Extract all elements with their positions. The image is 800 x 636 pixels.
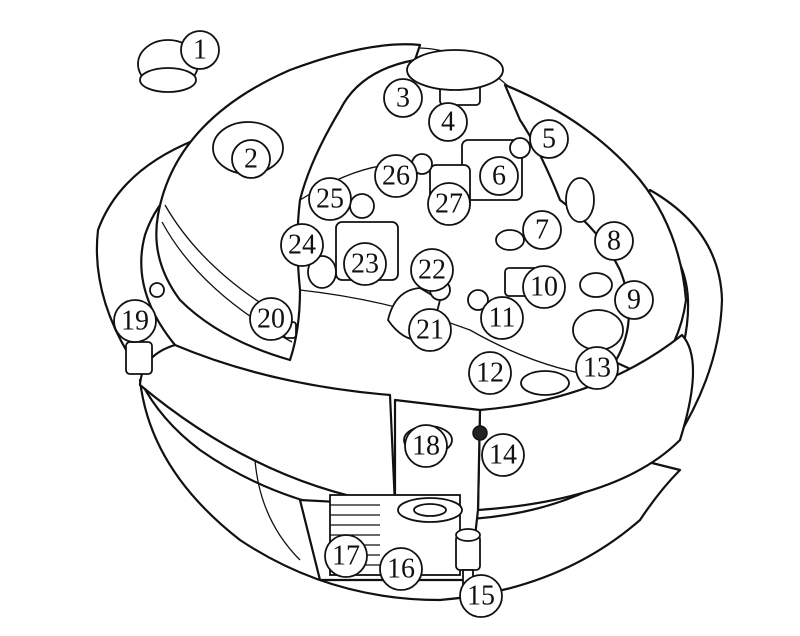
part-knob-24 xyxy=(307,255,337,289)
callout-19: 19 xyxy=(113,299,157,343)
callout-11: 11 xyxy=(480,296,524,340)
callout-17: 17 xyxy=(324,534,368,578)
callout-26: 26 xyxy=(374,154,418,198)
part-knob-25 xyxy=(349,193,375,219)
callout-27: 27 xyxy=(427,182,471,226)
upper-dome xyxy=(155,43,422,362)
equatorial-band-front xyxy=(138,343,397,507)
callout-10: 10 xyxy=(522,265,566,309)
callout-12: 12 xyxy=(468,351,512,395)
part-valve-13 xyxy=(572,309,624,351)
svg-text:22: 22 xyxy=(418,255,446,286)
part-plunger-15-top xyxy=(455,528,481,542)
callout-22: 22 xyxy=(410,248,454,292)
part-cap-rim xyxy=(139,67,197,93)
part-top-3 xyxy=(406,49,504,91)
svg-text:11: 11 xyxy=(489,303,516,334)
svg-text:27: 27 xyxy=(435,189,463,220)
svg-text:8: 8 xyxy=(607,226,621,257)
callout-1: 1 xyxy=(180,30,220,70)
svg-text:12: 12 xyxy=(476,358,504,389)
callout-16: 16 xyxy=(379,547,423,591)
part-knob-19-top xyxy=(149,282,165,298)
callout-18: 18 xyxy=(404,424,448,468)
callout-15: 15 xyxy=(459,574,503,618)
lower-hemisphere xyxy=(138,378,682,602)
svg-text:20: 20 xyxy=(257,304,285,335)
svg-text:25: 25 xyxy=(316,184,344,215)
svg-text:26: 26 xyxy=(382,161,410,192)
svg-text:24: 24 xyxy=(288,230,316,261)
callout-2: 2 xyxy=(231,139,271,179)
svg-text:2: 2 xyxy=(244,144,258,175)
part-knob-8 xyxy=(565,177,595,223)
equatorial-band-right xyxy=(476,333,695,512)
callout-21: 21 xyxy=(408,308,452,352)
svg-text:5: 5 xyxy=(542,124,556,155)
part-knob-11 xyxy=(467,289,489,311)
svg-text:17: 17 xyxy=(332,541,360,572)
svg-text:18: 18 xyxy=(412,431,440,462)
svg-text:14: 14 xyxy=(489,440,517,471)
svg-text:16: 16 xyxy=(387,554,415,585)
part-knob-7 xyxy=(495,229,525,251)
callout-4: 4 xyxy=(428,102,468,142)
part-knob-19 xyxy=(125,341,153,375)
callout-6: 6 xyxy=(479,156,519,196)
part-disc-12 xyxy=(520,370,570,396)
core-disc-inner xyxy=(413,503,447,517)
svg-text:23: 23 xyxy=(351,249,379,280)
svg-text:19: 19 xyxy=(121,306,149,337)
svg-text:6: 6 xyxy=(492,161,506,192)
svg-text:13: 13 xyxy=(583,353,611,384)
svg-text:10: 10 xyxy=(530,272,558,303)
callout-24: 24 xyxy=(280,223,324,267)
callout-8: 8 xyxy=(594,221,634,261)
callout-13: 13 xyxy=(575,346,619,390)
svg-text:4: 4 xyxy=(441,107,455,138)
svg-text:21: 21 xyxy=(416,315,444,346)
callout-3: 3 xyxy=(383,78,423,118)
svg-text:15: 15 xyxy=(467,581,495,612)
callout-20: 20 xyxy=(249,297,293,341)
part-knob-5 xyxy=(509,137,531,159)
callout-23: 23 xyxy=(343,242,387,286)
part-screw-14 xyxy=(472,425,488,441)
svg-text:9: 9 xyxy=(627,285,641,316)
svg-text:7: 7 xyxy=(535,215,549,246)
callout-7: 7 xyxy=(522,210,562,250)
callout-9: 9 xyxy=(614,280,654,320)
callout-5: 5 xyxy=(529,119,569,159)
lower-hemisphere-seam xyxy=(254,459,301,561)
callout-14: 14 xyxy=(481,433,525,477)
svg-text:1: 1 xyxy=(193,35,207,66)
svg-text:3: 3 xyxy=(396,83,410,114)
callout-25: 25 xyxy=(308,177,352,221)
part-knob-9 xyxy=(579,272,613,298)
